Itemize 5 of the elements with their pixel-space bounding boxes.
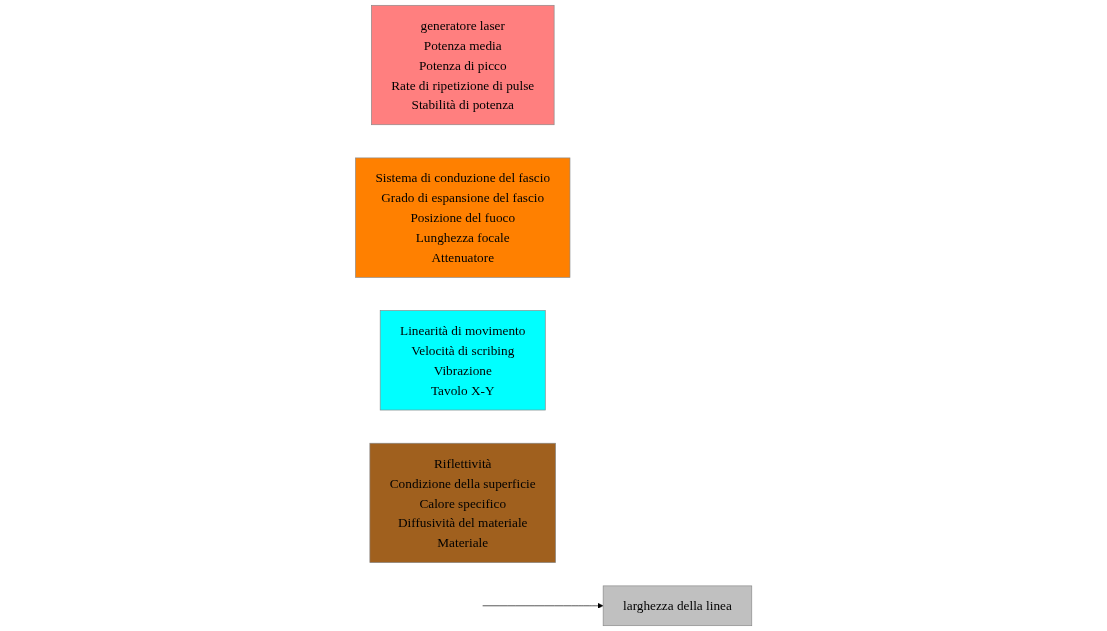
node-box: larghezza della linea: [602, 585, 752, 627]
node-box: Sistema di conduzione del fascio Grado di espansione del fascio Posizione del fuoco Lunghezza focale Attenuatore: [355, 157, 571, 278]
node-box: generatore laser Potenza media Potenza di picco Rate di ripetizione di pulse Stabilità di potenza: [370, 4, 555, 126]
node-box: Riflettività Condizione della superficie Calore specifico Diffusività del materiale Materiale: [369, 442, 556, 563]
node-box: Linearità di movimento Velocità di scribing Vibrazione Tavolo X-Y: [379, 310, 546, 411]
